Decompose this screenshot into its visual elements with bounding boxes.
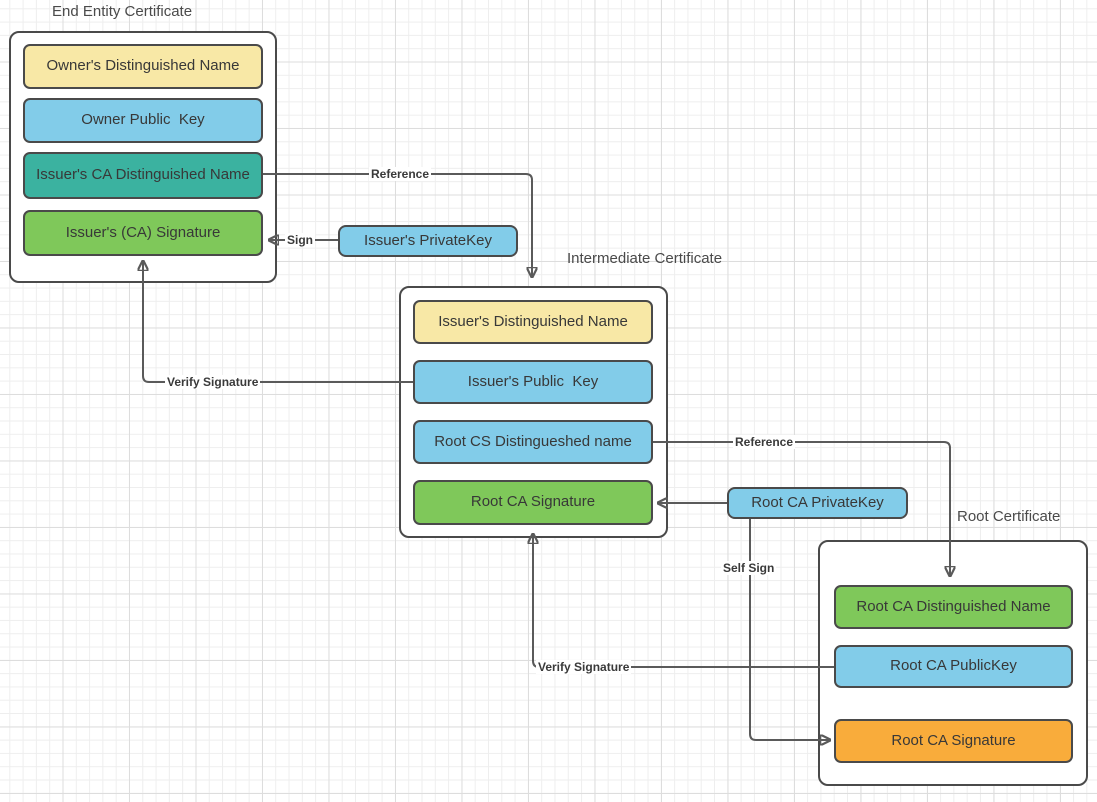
field-issuers-distinguished-name: Issuer's Distinguished Name [413,300,653,344]
field-root-ca-signature-intermediate: Root CA Signature [413,480,653,525]
intermediate-certificate-title: Intermediate Certificate [567,250,723,267]
issuers-private-key-node: Issuer's PrivateKey [338,225,518,257]
field-issuers-ca-distinguished-name: Issuer's CA Distinguished Name [23,152,263,199]
field-root-ca-signature-root: Root CA Signature [834,719,1073,763]
edge-label-verify-signature-1: Verify Signature [165,375,261,389]
field-owners-distinguished-name: Owner's Distinguished Name [23,44,263,89]
field-root-ca-publickey: Root CA PublicKey [834,645,1073,688]
field-issuers-public-key: Issuer's Public Key [413,360,653,404]
end-entity-certificate-title: End Entity Certificate [52,3,193,20]
edge-label-reference-2: Reference [733,435,796,449]
edge-label-self-sign: Self Sign [721,561,777,575]
field-root-cs-distingueshed-name: Root CS Distingueshed name [413,420,653,464]
verify-signature-arrow-root-to-intermediate [533,535,834,668]
root-certificate-title: Root Certificate [957,508,1061,525]
field-root-ca-distinguished-name: Root CA Distinguished Name [834,585,1073,629]
edge-label-sign: Sign [285,233,315,247]
edge-label-reference-1: Reference [369,167,432,181]
field-issuers-ca-signature: Issuer's (CA) Signature [23,210,263,256]
field-owner-public-key: Owner Public Key [23,98,263,143]
root-ca-private-key-node: Root CA PrivateKey [727,487,908,519]
edge-label-verify-signature-2: Verify Signature [536,660,632,674]
